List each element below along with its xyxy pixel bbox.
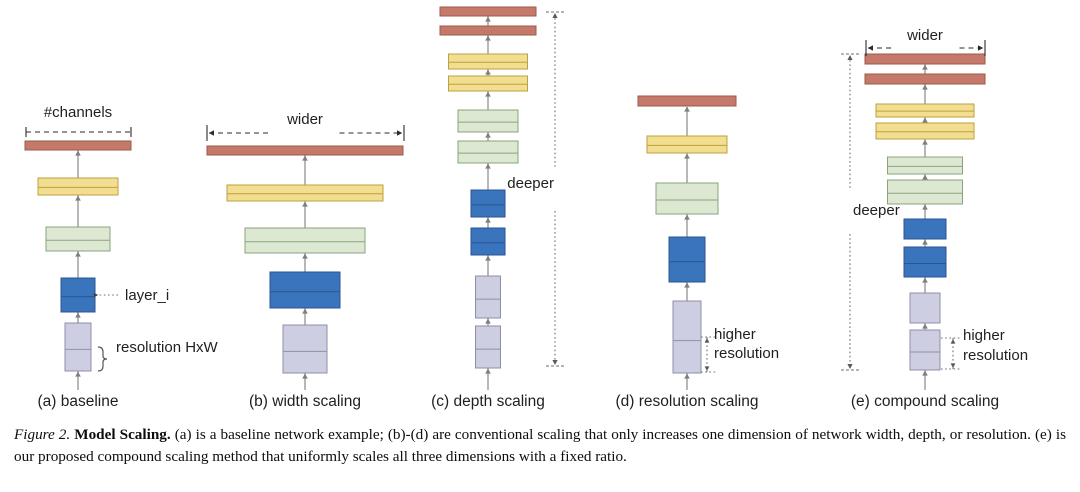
layer-block-blue-1 xyxy=(269,271,341,309)
wider-annotation: wider xyxy=(865,27,986,56)
resolution-annotation: resolution HxW xyxy=(97,339,219,372)
layer-block-yellow-1 xyxy=(875,103,975,118)
layer-block-red-1 xyxy=(637,95,737,107)
higher-resolution-annotation-label-line1: higher xyxy=(714,326,756,343)
layer-block-green-2 xyxy=(887,179,963,205)
wider-annotation-label: wider xyxy=(286,111,323,128)
higher-resolution-annotation-label-line2: resolution xyxy=(963,347,1028,364)
layer-block-blue-1 xyxy=(668,236,706,283)
panel-caption-compound-scaling: (e) compound scaling xyxy=(851,393,999,410)
higher-resolution-annotation: higher resolution xyxy=(941,327,1028,370)
layer-block-red-2 xyxy=(439,25,537,36)
layer-block-red-2 xyxy=(864,73,986,85)
layer-block-yellow-1 xyxy=(448,53,528,70)
wider-annotation: wider xyxy=(206,111,405,141)
channels-annotation: #channels xyxy=(25,104,132,137)
layer-block-green-1 xyxy=(45,226,111,252)
layer-block-green-1 xyxy=(887,156,963,175)
layer-block-blue-1 xyxy=(470,189,506,218)
layer-block-blue-2 xyxy=(903,246,947,278)
layer-block-green-1 xyxy=(457,109,519,133)
layer-block-red-1 xyxy=(24,140,132,151)
layer-i-annotation-label: layer_i xyxy=(125,287,169,304)
wider-annotation-label: wider xyxy=(906,27,943,44)
layer-block-red-1 xyxy=(206,145,404,156)
layer-block-lavender-1 xyxy=(909,292,941,324)
layer-block-green-1 xyxy=(244,227,366,254)
layer-block-yellow-1 xyxy=(226,184,384,202)
layer-block-blue-1 xyxy=(60,277,96,313)
figure-caption: Figure 2. Model Scaling. (a) is a baseli… xyxy=(0,424,1080,467)
panel-caption-width-scaling: (b) width scaling xyxy=(249,393,361,410)
layer-block-lavender-1 xyxy=(282,324,328,374)
caption-figure-body: (a) is a baseline network example; (b)-(… xyxy=(14,426,1067,465)
layer-block-lavender-2 xyxy=(475,325,501,369)
panel-caption-resolution-scaling: (d) resolution scaling xyxy=(615,393,758,410)
caption-figure-number: Figure 2. xyxy=(14,426,71,443)
layer-block-blue-1 xyxy=(903,218,947,240)
model-scaling-diagram: #channels layer_i resolution HxW (a) baseli… xyxy=(24,6,1028,410)
layer-block-yellow-2 xyxy=(875,122,975,140)
panel-baseline: #channels layer_i resolution HxW (a) baseli… xyxy=(24,104,219,410)
layer-block-lavender-1 xyxy=(475,275,501,319)
panel-compound-scaling: wider deeper higher resolution (e) compound … xyxy=(841,27,1028,410)
higher-resolution-annotation: higher resolution xyxy=(701,326,779,373)
layer-block-yellow-1 xyxy=(37,177,119,196)
layer-block-lavender-1 xyxy=(672,300,702,374)
layer-block-red-1 xyxy=(864,53,986,65)
deeper-annotation: deeper xyxy=(507,11,564,367)
layer-block-green-2 xyxy=(457,140,519,164)
panel-depth-scaling: deeper (c) depth scaling xyxy=(431,6,564,410)
deeper-annotation-label: deeper xyxy=(507,175,554,192)
panel-caption-depth-scaling: (c) depth scaling xyxy=(431,393,545,410)
layer-i-annotation: layer_i xyxy=(93,287,169,304)
panel-width-scaling: wider (b) width scaling xyxy=(206,111,405,410)
higher-resolution-annotation-label-line2: resolution xyxy=(714,345,779,362)
caption-figure-title: Model Scaling. xyxy=(74,426,171,443)
deeper-annotation-label: deeper xyxy=(853,202,900,219)
higher-resolution-annotation-label-line1: higher xyxy=(963,327,1005,344)
channels-annotation-label: #channels xyxy=(44,104,112,121)
resolution-annotation-label: resolution HxW xyxy=(116,339,219,356)
layer-block-lavender-2 xyxy=(909,329,941,371)
layer-block-red-1 xyxy=(439,6,537,17)
layer-block-green-1 xyxy=(655,182,719,215)
deeper-annotation: deeper xyxy=(841,53,900,371)
panel-caption-baseline: (a) baseline xyxy=(38,393,119,410)
layer-block-yellow-2 xyxy=(448,75,528,92)
layer-block-lavender-1 xyxy=(64,322,92,372)
layer-block-blue-2 xyxy=(470,227,506,256)
panel-resolution-scaling: higher resolution (d) resolution scaling xyxy=(615,95,779,410)
layer-block-yellow-1 xyxy=(646,135,728,154)
